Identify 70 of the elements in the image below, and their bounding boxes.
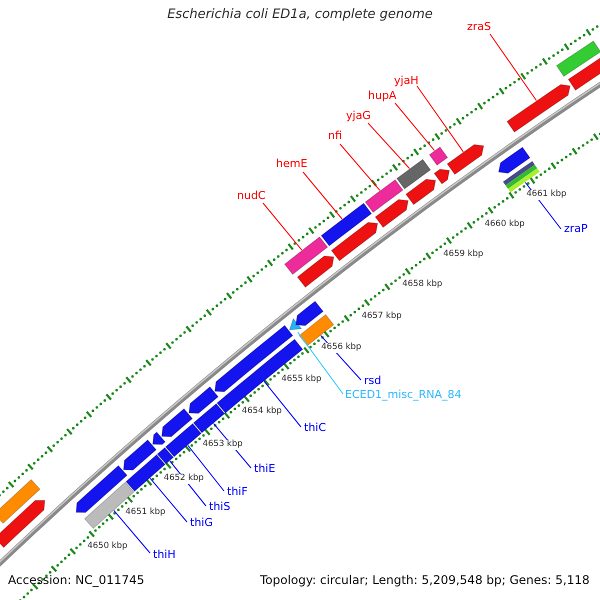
genome-summary: Topology: circular; Length: 5,209,548 bp; Genes: 5,118 xyxy=(260,574,590,588)
rna-marker xyxy=(288,318,302,330)
scale-label: 4655 kbp xyxy=(280,375,322,385)
gene-block xyxy=(405,178,436,206)
gene-label: thiE xyxy=(254,463,276,476)
leader-line xyxy=(368,122,410,169)
gene-block xyxy=(0,479,41,524)
gene-block xyxy=(0,500,46,548)
leader-line xyxy=(416,86,464,152)
gene-block xyxy=(320,202,372,246)
gene-label: thiF xyxy=(227,486,248,499)
gene-block xyxy=(506,84,571,133)
gene-label: yjaH xyxy=(394,75,419,88)
gene-label: thiC xyxy=(304,422,326,435)
gene-block xyxy=(364,179,404,213)
gene-block xyxy=(216,338,304,414)
leader-line xyxy=(394,102,435,151)
gene-label: thiG xyxy=(190,517,213,530)
gene-block xyxy=(568,56,600,91)
gene-label: nfi xyxy=(328,130,342,143)
scale-label: 4660 kbp xyxy=(484,220,526,230)
gene-block xyxy=(161,408,193,438)
gene-block xyxy=(152,432,166,445)
gene-block xyxy=(428,146,448,166)
gene-block xyxy=(374,199,409,228)
scale-label: 4658 kbp xyxy=(401,280,444,290)
leader-line xyxy=(302,172,343,220)
gene-label: rsd xyxy=(364,375,382,388)
scale-label: 4652 kbp xyxy=(162,474,205,484)
leader-line xyxy=(297,332,344,394)
leader-line xyxy=(113,510,150,554)
gene-label: thiS xyxy=(209,501,230,514)
scale-label: 4653 kbp xyxy=(202,440,244,450)
scale-label: 4657 kbp xyxy=(360,312,403,322)
map-title: Escherichia coli ED1a, complete genome xyxy=(166,8,434,23)
scale-label: 4651 kbp xyxy=(124,508,166,518)
gene-label: hupA xyxy=(368,90,396,103)
leader-line xyxy=(150,478,188,522)
leader-line xyxy=(490,34,537,101)
gene-block xyxy=(498,146,531,174)
leader-line xyxy=(262,202,302,251)
gene-block xyxy=(296,256,334,288)
gene-label: zraS xyxy=(467,21,492,34)
gene-block xyxy=(446,144,484,175)
gene-block xyxy=(556,40,600,77)
accession-text: Accession: NC_011745 xyxy=(8,574,144,588)
gene-label: thiH xyxy=(153,549,176,562)
scale-label: 4650 kbp xyxy=(86,542,128,552)
gene-block xyxy=(188,386,219,414)
scale-label: 4659 kbp xyxy=(442,250,484,260)
gene-block xyxy=(330,222,378,262)
scale-label: 4661 kbp xyxy=(525,190,568,200)
gene-label: yjaG xyxy=(346,110,371,123)
gene-block xyxy=(284,236,328,275)
gene-block xyxy=(125,454,166,492)
gene-block xyxy=(156,447,174,464)
gene-label: zraP xyxy=(564,223,588,236)
gene-block xyxy=(396,158,432,190)
leader-line xyxy=(264,380,302,428)
gene-label: hemE xyxy=(276,158,308,171)
scale-label: 4656 kbp xyxy=(320,343,362,353)
leader-line xyxy=(187,444,224,492)
gene-block xyxy=(165,423,202,458)
gene-block xyxy=(295,300,324,326)
scale-label: 4654 kbp xyxy=(240,407,283,418)
gene-block xyxy=(434,168,450,184)
leader-line xyxy=(340,144,380,191)
gene-label: nudC xyxy=(237,190,266,203)
gene-label: ECED1_misc_RNA_84 xyxy=(345,389,462,402)
gene-block xyxy=(192,403,226,434)
